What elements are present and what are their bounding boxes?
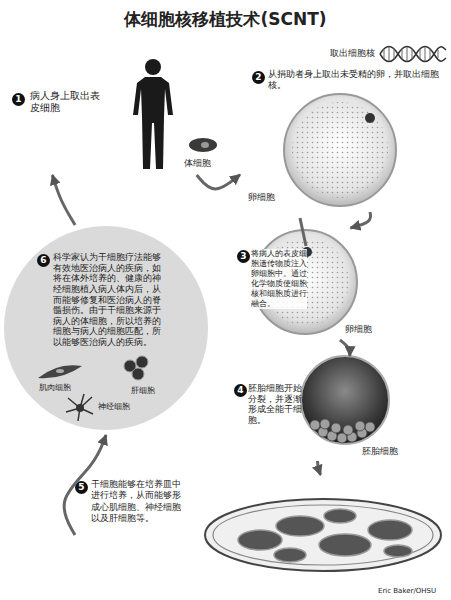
cell-label: 卵细胞	[248, 192, 275, 203]
dna-strand	[380, 47, 446, 62]
flow-arrow	[52, 175, 75, 225]
embryo-step: 4胚胎细胞开始分裂，并逐渐形成全能干细胞。胚胎细胞	[232, 356, 422, 461]
callout-number: 6	[37, 254, 50, 267]
petri-dish-outline	[205, 499, 441, 571]
egg-cell-step: 2从捐助者身上取出未受精的卵，并取出细胞核。 取出细胞核卵细胞	[240, 42, 448, 212]
callout-number: 3	[237, 250, 250, 263]
cell-label: 胚胎细胞	[362, 446, 398, 457]
credit-label: Eric Baker/OHSU	[378, 587, 436, 595]
embryo-outline	[301, 356, 389, 444]
callout-number: 1	[12, 93, 25, 106]
figure-head	[145, 59, 161, 75]
flow-arrow	[351, 212, 371, 228]
cell-label: 卵细胞	[345, 324, 372, 335]
flow-arrow	[340, 340, 350, 356]
egg-cell-outline	[284, 94, 396, 206]
cell-label: 肌肉细胞	[39, 383, 71, 392]
skin-cell	[189, 138, 217, 152]
flow-arrow	[318, 461, 321, 475]
node-shape	[240, 42, 448, 212]
callout-number: 2	[252, 71, 265, 84]
step-text: 干细胞能够在培养皿中进行培养，从而能够形成心肌细胞、神经细胞以及肝细胞等。	[91, 479, 185, 524]
skin-cell-nucleus	[201, 142, 209, 148]
cell-label: 肝细胞	[131, 386, 155, 395]
flow-arrow	[197, 175, 240, 189]
culture-dish-step: 5干细胞能够在培养皿中进行培养，从而能够形成心肌细胞、神经细胞以及肝细胞等。	[75, 475, 447, 575]
step-panel: 1 病人身上取出表皮细胞体细胞	[8, 55, 230, 175]
dna-helix	[380, 47, 446, 62]
step-text: 病人身上取出表皮细胞	[30, 90, 102, 114]
step-text: 从捐助者身上取出未受精的卵，并取出细胞核。	[268, 69, 440, 92]
callout-number: 5	[75, 481, 88, 494]
cell-label: 神经细胞	[98, 402, 130, 411]
dna-strand	[380, 47, 446, 62]
node-shape	[75, 475, 447, 575]
step-text: 将病人的表皮细胞遗传物质注入卵细胞中。通过化学物质使细胞核和细胞质进行融合。	[251, 249, 307, 309]
dna-rungs	[384, 47, 438, 61]
step-text: 胚胎细胞开始分裂，并逐渐形成全能干细胞。	[248, 383, 304, 426]
patient-figure	[133, 59, 173, 169]
part-label: 取出细胞核	[330, 48, 375, 59]
callout-number: 4	[234, 384, 247, 397]
figure-body	[133, 77, 173, 169]
step-text: 科学家认为干细胞疗法能够有效地医治病人的疾病，如将在体外培养的、健康的神经细胞植…	[53, 252, 167, 348]
therapy-circle-outline	[4, 226, 208, 430]
flow-arrow	[64, 435, 106, 535]
therapy-circle: 6科学家认为干细胞疗法能够有效地医治病人的疾病，如将在体外培养的、健康的神经细胞…	[3, 225, 209, 435]
diagram-title: 体细胞核移植技术(SCNT)	[0, 8, 451, 31]
cell-label: 体细胞	[184, 158, 211, 169]
egg-cell-step: 3将病人的表皮细胞遗传物质注入卵细胞中。通过化学物质使细胞核和细胞质进行融合。卵…	[235, 228, 385, 340]
